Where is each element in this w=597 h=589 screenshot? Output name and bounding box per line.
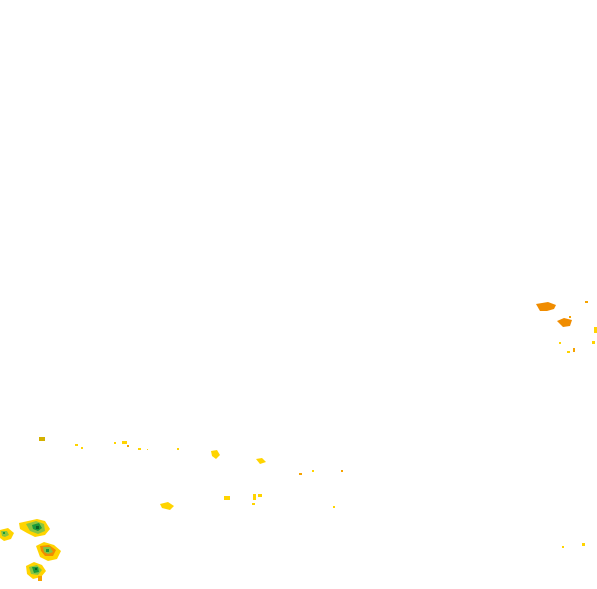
speck-a8 — [147, 449, 148, 450]
speck-a11 — [256, 458, 266, 464]
speck-a7 — [138, 448, 141, 450]
right-cluster-secondary — [557, 318, 572, 327]
right-lower-speck-2 — [562, 546, 564, 548]
speck-a17 — [258, 494, 262, 497]
speck-a16 — [253, 494, 256, 500]
speck-a9 — [177, 448, 179, 450]
speck-a15 — [224, 496, 230, 500]
sw-cluster-4-peak — [35, 568, 37, 570]
speck-a2 — [75, 444, 78, 446]
speck-a1 — [39, 437, 45, 441]
right-speck-5 — [573, 348, 575, 352]
right-edge-speck-1 — [594, 327, 597, 333]
sw-cluster-4-tail — [38, 576, 42, 581]
right-speck-1 — [585, 301, 588, 303]
right-speck-4 — [567, 351, 570, 353]
speck-a18 — [252, 503, 255, 505]
speck-a5 — [122, 441, 127, 444]
sw-cluster-1-core — [3, 532, 5, 534]
speck-a14 — [341, 470, 343, 472]
right-speck-3 — [559, 342, 561, 344]
speck-a3 — [81, 447, 83, 449]
speck-a19 — [160, 502, 174, 510]
sw-cluster-2-peak — [36, 526, 39, 529]
right-speck-2 — [569, 316, 571, 318]
speck-a10 — [211, 450, 220, 459]
right-cluster-group — [536, 301, 597, 548]
right-cluster-main — [536, 302, 556, 311]
right-lower-speck-1 — [582, 543, 585, 546]
speck-a12 — [299, 473, 302, 475]
speck-a4 — [114, 442, 116, 444]
speck-a6 — [127, 445, 129, 447]
southwest-cluster-group — [0, 519, 61, 581]
sw-cluster-3-core — [46, 549, 49, 552]
speck-a13 — [312, 470, 314, 472]
speck-a20 — [333, 506, 335, 508]
right-edge-speck-2 — [592, 341, 595, 344]
mid-specks-group — [39, 437, 343, 510]
